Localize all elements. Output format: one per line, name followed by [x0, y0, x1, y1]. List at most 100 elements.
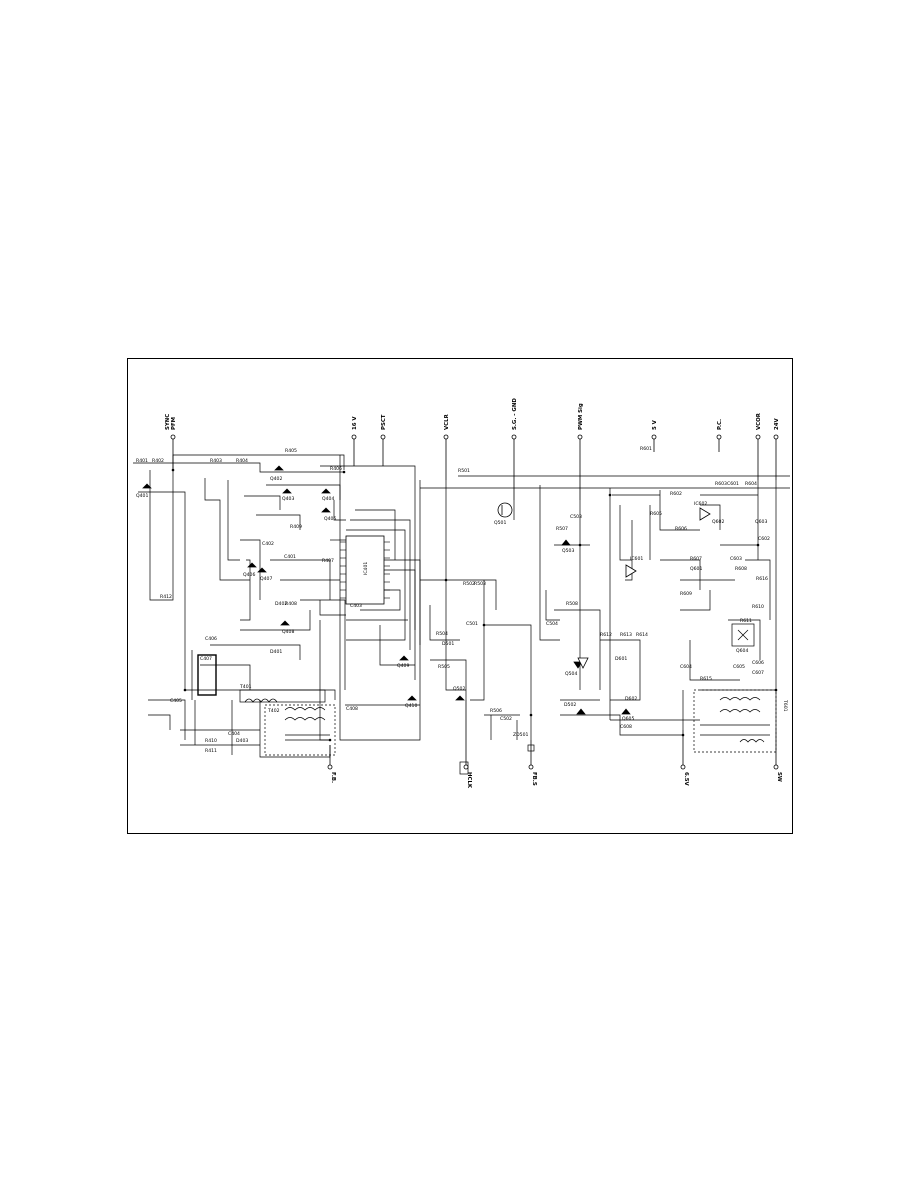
- label-q408: Q408: [282, 629, 294, 635]
- label-r501: R501: [458, 468, 470, 474]
- label-r611: R611: [740, 618, 752, 624]
- label-d501: D501: [442, 641, 454, 647]
- label-q603: Q603: [755, 519, 767, 525]
- label-c406: C406: [205, 636, 217, 642]
- label-c504: C504: [546, 621, 558, 627]
- label-r411: R411: [205, 748, 217, 754]
- label-c408: C408: [346, 706, 358, 712]
- net-label-fb: F.B.: [330, 772, 336, 783]
- label-r504: R504: [436, 631, 448, 637]
- label-q410: Q410: [405, 703, 417, 709]
- label-r609: R609: [680, 591, 692, 597]
- net-label-16v: 16 V: [352, 416, 358, 430]
- net-label-pfm: PFM: [171, 417, 177, 430]
- ic-601: [577, 507, 711, 669]
- label-r610: R610: [752, 604, 764, 610]
- middle-section-wiring: [420, 475, 790, 740]
- net-label-sync: SYNC: [165, 414, 171, 430]
- net-label-sw: SW: [776, 772, 782, 782]
- label-r403: R403: [210, 458, 222, 464]
- label-r409: R409: [290, 524, 302, 530]
- label-c403: C403: [350, 603, 362, 609]
- bottom-terminals: [327, 700, 779, 770]
- label-d602: D602: [625, 696, 637, 702]
- label-r607: R607: [690, 556, 702, 562]
- label-r506: R506: [490, 708, 502, 714]
- ic-401: IC401: [340, 535, 390, 605]
- label-q407: Q407: [260, 576, 272, 582]
- label-t402: T402: [267, 708, 280, 714]
- label-c404: C404: [228, 731, 240, 737]
- label-r412: R412: [160, 594, 172, 600]
- label-c604: C604: [680, 664, 692, 670]
- label-q405: Q405: [324, 516, 336, 522]
- ic-401-label: IC401: [363, 562, 369, 575]
- label-r606: R606: [675, 526, 687, 532]
- label-c401: C401: [284, 554, 296, 560]
- label-d401: D401: [270, 649, 282, 655]
- label-c608: C608: [620, 724, 632, 730]
- net-label-vclr: VCLR: [444, 413, 450, 430]
- label-t401: T401: [239, 684, 252, 690]
- label-t601: T601: [782, 699, 788, 712]
- net-label-24v: 24V: [774, 417, 780, 430]
- label-r605: R605: [650, 511, 662, 517]
- label-q601: Q601: [690, 566, 702, 572]
- label-r616: R616: [756, 576, 768, 582]
- label-c606: C606: [752, 660, 764, 666]
- net-label-fbs: FB.S: [531, 772, 537, 786]
- label-r613: R613: [620, 632, 632, 638]
- label-ic602: IC602: [694, 501, 707, 507]
- label-r404: R404: [236, 458, 248, 464]
- label-q604: Q604: [736, 648, 748, 654]
- label-r405: R405: [285, 448, 297, 454]
- schematic-border: [127, 358, 793, 834]
- label-q502: Q502: [453, 686, 465, 692]
- net-label-psct: PSCT: [381, 414, 387, 430]
- label-r615: R615: [700, 676, 712, 682]
- top-net-labels: PFM SYNC 16 V PSCT VCLR S.G. - GND PWM S…: [165, 398, 780, 430]
- transistor-q604: [731, 623, 755, 647]
- label-r612: R612: [600, 632, 612, 638]
- label-r408: R408: [285, 601, 297, 607]
- label-c501: C501: [466, 621, 478, 627]
- label-r401: R401: [136, 458, 148, 464]
- label-q401: Q401: [136, 493, 148, 499]
- label-c405: C405: [170, 698, 182, 704]
- transformer-t601: [693, 689, 777, 753]
- label-q404: Q404: [322, 496, 334, 502]
- net-label-pwm-sig: PWM Sig: [578, 403, 584, 430]
- label-d402: D402: [275, 601, 287, 607]
- left-transistors: [142, 465, 417, 701]
- label-c601: C601: [727, 481, 739, 487]
- transistor-q501: Q501: [494, 502, 513, 526]
- label-c605: C605: [733, 664, 745, 670]
- label-q409: Q409: [397, 663, 409, 669]
- label-r406: R406: [330, 466, 342, 472]
- net-label-65v: 6.5V: [683, 772, 689, 787]
- label-r614: R614: [636, 632, 648, 638]
- net-label-pc: P.C.: [717, 419, 723, 430]
- label-q605: Q605: [622, 716, 634, 722]
- label-r407: R407: [322, 558, 334, 564]
- component-labels-right: Q601 Q602 Q603 Q604 Q605 IC601 IC602 R60…: [600, 446, 788, 730]
- label-r503: R503: [474, 581, 486, 587]
- label-c603: C603: [730, 556, 742, 562]
- label-r410: R410: [205, 738, 217, 744]
- label-r502: R502: [463, 581, 475, 587]
- label-q503: Q503: [562, 548, 574, 554]
- net-label-5v: 5 V: [652, 419, 658, 430]
- label-zd501: ZD501: [513, 732, 529, 738]
- label-r508: R508: [566, 601, 578, 607]
- label-r505: R505: [438, 664, 450, 670]
- label-r507: R507: [556, 526, 568, 532]
- net-label-sg-gnd: S.G. - GND: [512, 398, 518, 430]
- label-c407: C407: [200, 656, 212, 662]
- label-ic601: IC601: [630, 556, 643, 562]
- label-c503: C503: [570, 514, 582, 520]
- label-q406: Q406: [243, 572, 255, 578]
- label-q403: Q403: [282, 496, 294, 502]
- mid-small-parts: [455, 539, 631, 775]
- label-c502: C502: [500, 716, 512, 722]
